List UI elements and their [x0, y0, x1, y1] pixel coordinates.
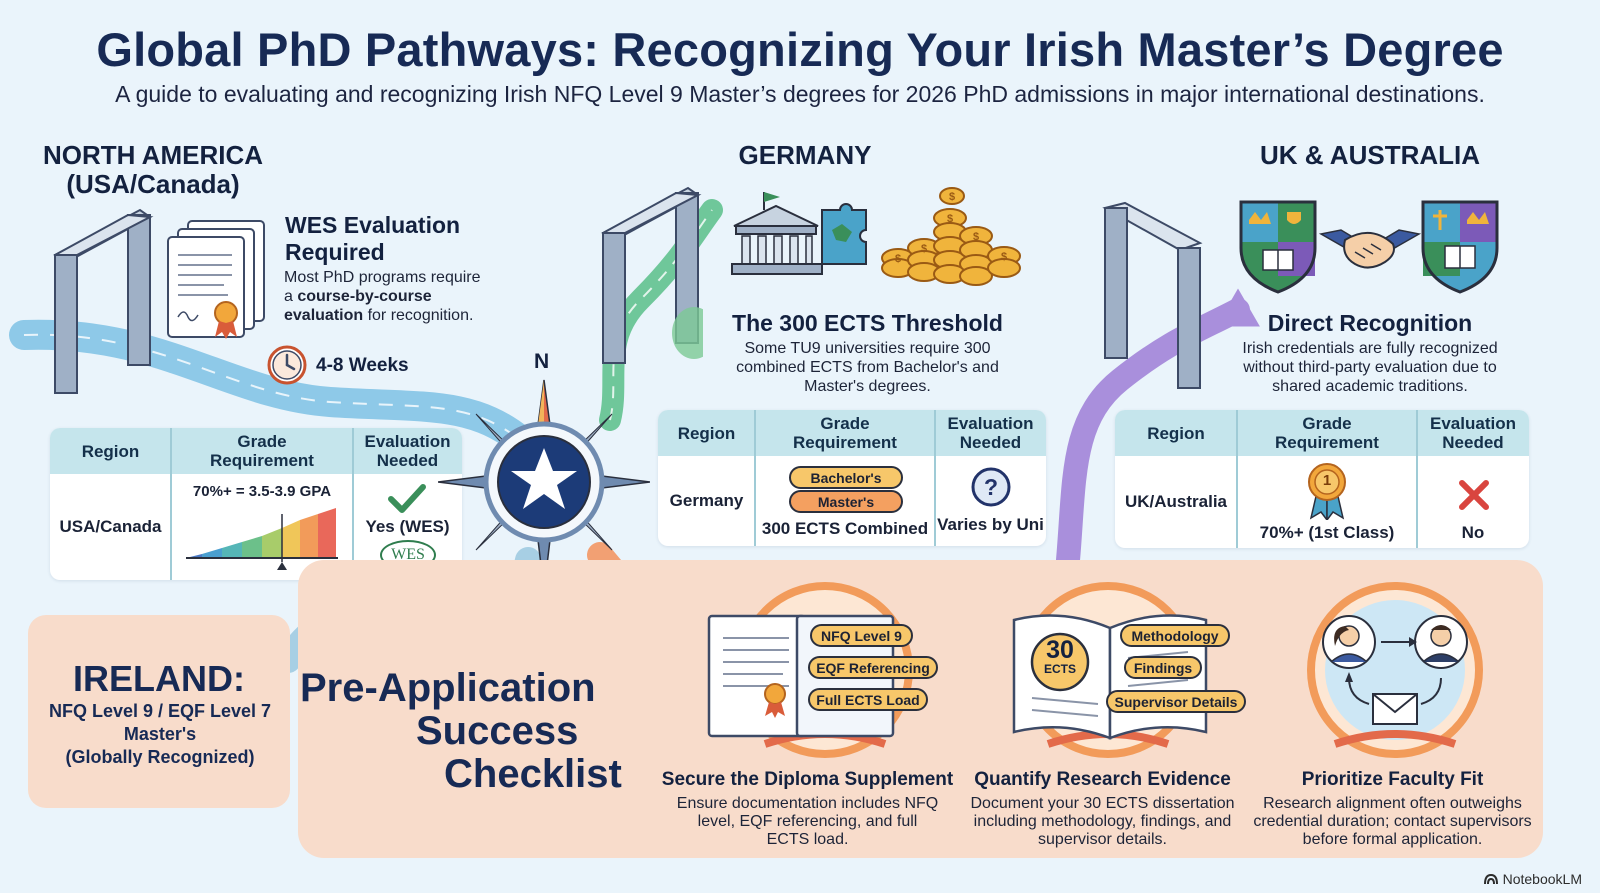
document-certificate-icon	[167, 220, 265, 339]
header-grade: Grade Requirement	[210, 432, 314, 470]
svg-text:$: $	[947, 213, 953, 225]
compass-icon	[438, 379, 650, 591]
cell-evaluation: Yes (WES)	[365, 517, 450, 536]
step-research-title: Quantify Research Evidence	[974, 769, 1231, 790]
table-header	[1115, 410, 1529, 456]
clock-icon	[267, 345, 307, 385]
north-america-heading: NORTH AMERICA (USA/Canada)	[42, 140, 264, 199]
faculty-contact-icon	[1307, 582, 1483, 758]
header-grade: Grade Requirement	[793, 414, 897, 452]
tag-bachelors: Bachelor's	[789, 466, 903, 489]
ireland-title: IRELAND:	[73, 658, 245, 699]
wes-card-text: Most PhD programs require a course-by-co…	[284, 269, 481, 324]
germany-card-title: The 300 ECTS Threshold	[732, 310, 1003, 336]
table-header	[50, 428, 462, 474]
tag-findings: Findings	[1124, 656, 1202, 679]
header-region: Region	[1147, 423, 1205, 443]
step-faculty-text: Research alignment often outweighs crede…	[1253, 795, 1532, 848]
north-america-table: Region Grade Requirement Evaluation Need…	[50, 428, 462, 580]
university-shields-handshake-icon	[1239, 200, 1499, 294]
notebooklm-logo-icon	[1483, 873, 1498, 885]
header-evaluation: Evaluation Needed	[947, 414, 1034, 452]
page-title: Global PhD Pathways: Recognizing Your Ir…	[96, 23, 1504, 76]
first-class-medal-icon	[1308, 463, 1346, 520]
medal-number: 1	[1322, 472, 1332, 489]
header-region: Region	[677, 423, 736, 443]
tag-eqf-referencing: EQF Referencing	[808, 656, 938, 679]
step-faculty-title: Prioritize Faculty Fit	[1301, 769, 1484, 790]
cell-evaluation: Varies by Uni	[937, 515, 1044, 534]
cell-region: UK/Australia	[1124, 492, 1228, 511]
cell-grade: 70%+ (1st Class)	[1259, 523, 1395, 542]
germany-table: Region Grade Requirement Evaluation Need…	[658, 410, 1046, 546]
germany-card-text: Some TU9 universities require 300 combin…	[736, 340, 999, 395]
wes-card-title: WES Evaluation Required	[285, 212, 461, 265]
cell-evaluation: No	[1461, 523, 1485, 542]
cell-grade: 300 ECTS Combined	[761, 519, 929, 538]
svg-text:$: $	[973, 231, 979, 243]
tag-methodology: Methodology	[1120, 624, 1230, 647]
header-grade: Grade Requirement	[1275, 414, 1379, 452]
uk-path-arrow	[1216, 288, 1260, 327]
brand-badge: NotebookLM	[1483, 871, 1582, 887]
university-building-icon	[731, 192, 823, 275]
cell-region: Germany	[669, 491, 744, 510]
step-diploma-title: Secure the Diploma Supplement	[661, 769, 954, 790]
header-evaluation: Evaluation Needed	[1430, 414, 1516, 452]
header-region: Region	[81, 441, 140, 461]
north-america-gate-icon	[53, 208, 154, 394]
gpa-gradient-bar-icon	[186, 508, 338, 570]
step-research-text: Document your 30 ECTS dissertation inclu…	[970, 795, 1235, 848]
puzzle-icon	[821, 203, 867, 265]
tag-nfq-level: NFQ Level 9	[810, 624, 913, 647]
wes-duration: 4-8 Weeks	[316, 355, 409, 376]
germany-heading: GERMANY	[738, 140, 872, 170]
ireland-panel	[28, 615, 290, 808]
cross-icon	[1459, 480, 1489, 510]
svg-text:?: ?	[984, 474, 998, 500]
uk-australia-table: Region Grade Requirement Evaluation Need…	[1115, 410, 1529, 548]
header-evaluation: Evaluation Needed	[364, 432, 451, 470]
svg-text:$: $	[949, 191, 955, 203]
step-diploma-text: Ensure documentation includes NFQ level,…	[676, 795, 939, 848]
tag-supervisor-details: Supervisor Details	[1106, 690, 1246, 713]
check-icon	[388, 484, 426, 513]
germany-gate-icon	[601, 186, 703, 364]
ects-badge-unit: ECTS	[1043, 662, 1076, 676]
ireland-description: NFQ Level 9 / EQF Level 7 Master's (Glob…	[48, 701, 272, 767]
uk-card-title: Direct Recognition	[1267, 310, 1473, 336]
tag-masters: Master's	[789, 490, 903, 513]
compass-north-label: N	[534, 350, 550, 373]
svg-text:$: $	[921, 243, 927, 255]
coins-stack-icon: $ $ $ $ $ $	[881, 187, 1021, 286]
page-subtitle: A guide to evaluating and recognizing Ir…	[115, 81, 1485, 107]
svg-text:$: $	[1001, 251, 1007, 263]
uk-gate-icon	[1102, 201, 1203, 389]
tag-full-ects-load: Full ECTS Load	[808, 688, 928, 711]
ects-badge-number: 30	[1046, 636, 1074, 664]
table-header	[658, 410, 1046, 456]
question-icon: ?	[971, 467, 1011, 507]
uk-australia-heading: UK & AUSTRALIA	[1259, 140, 1481, 170]
uk-card-text: Irish credentials are fully recognized w…	[1242, 340, 1498, 395]
cell-grade: 70%+ = 3.5-3.9 GPA	[192, 483, 332, 500]
svg-text:$: $	[895, 253, 901, 265]
cell-region: USA/Canada	[59, 517, 162, 536]
checklist-title: Pre-Application Success Checklist	[300, 666, 622, 796]
